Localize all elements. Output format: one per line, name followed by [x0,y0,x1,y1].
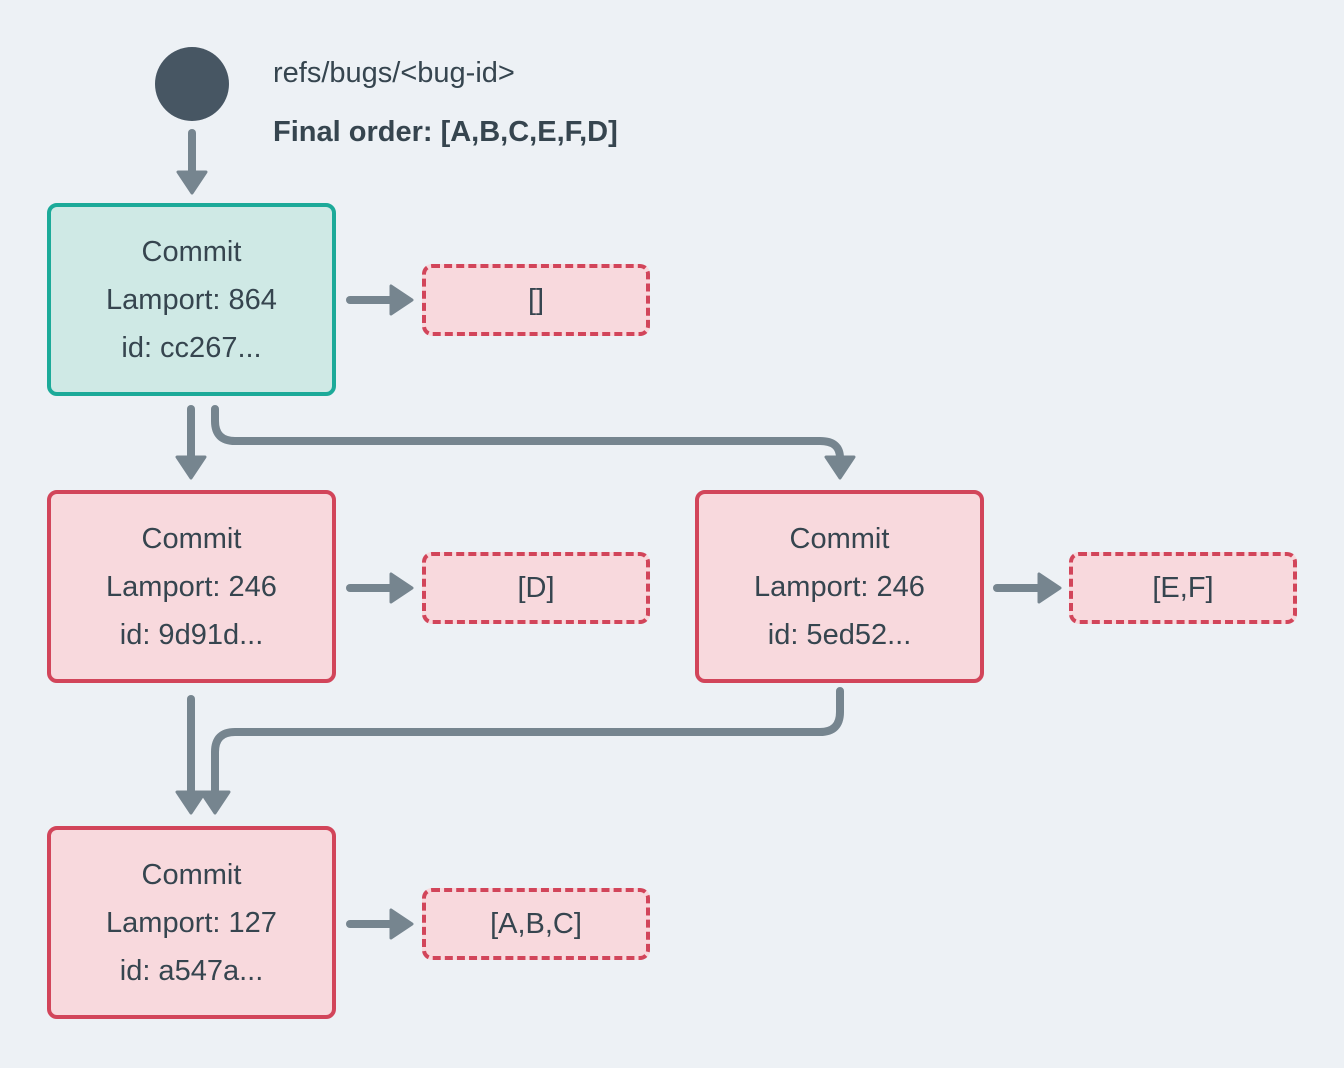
arrowhead-root-to-left [175,455,207,480]
commit-id: id: 9d91d... [119,618,264,651]
arrowhead-root-to-right [824,455,856,480]
branch-ref-label: refs/bugs/<bug-id> [273,57,515,89]
arrow-right-to-merge-line [211,687,844,795]
final-order-label: Final order: [A,B,C,E,F,D] [273,116,618,148]
commit-lamport: Lamport: 864 [106,283,277,316]
commit-title: Commit [141,858,242,891]
commit-lamport: Lamport: 246 [106,570,277,603]
operations-box-left: [D] [422,552,650,624]
branch-ref-circle [155,47,229,121]
arrowhead-ref-to-root [176,170,208,195]
arrowhead-root-to-ops [389,284,414,316]
commit-title: Commit [789,522,890,555]
operations-box-right: [E,F] [1069,552,1297,624]
commit-node-root: Commit Lamport: 864 id: cc267... [47,203,336,396]
commit-id: id: 5ed52... [767,618,912,651]
commit-title: Commit [141,235,242,268]
operations-box-merge: [A,B,C] [422,888,650,960]
commit-lamport: Lamport: 127 [106,906,277,939]
arrowhead-merge-to-ops [389,908,414,940]
commit-node-right: Commit Lamport: 246 id: 5ed52... [695,490,984,683]
arrowhead-right-to-merge [199,790,231,815]
arrowhead-left-to-ops [389,572,414,604]
commit-node-left: Commit Lamport: 246 id: 9d91d... [47,490,336,683]
arrowhead-left-to-merge [175,790,207,815]
arrow-root-to-right-line [211,405,844,462]
commit-id: id: a547a... [119,954,264,987]
commit-id: id: cc267... [121,331,262,364]
commit-node-merge: Commit Lamport: 127 id: a547a... [47,826,336,1019]
operations-box-root: [] [422,264,650,336]
commit-lamport: Lamport: 246 [754,570,925,603]
arrowhead-right-to-ops [1037,572,1062,604]
commit-title: Commit [141,522,242,555]
